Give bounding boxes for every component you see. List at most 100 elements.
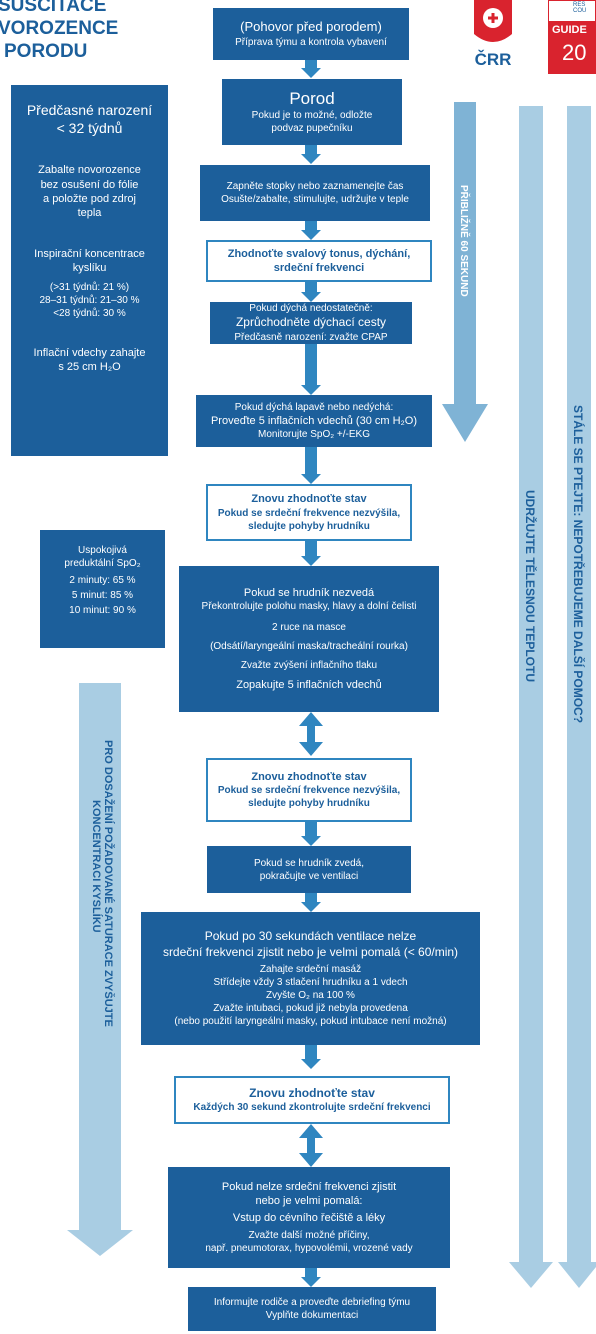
spo2-row: 5 minut: 85 % [71, 590, 134, 601]
ask-for-help-arrow [558, 106, 596, 1288]
flow-box-reassess-3: Znovu zhodnoťte stav Každých 30 sekund z… [174, 1076, 450, 1124]
spo2-panel: Uspokojivá preduktální SpO₂ 2 minuty: 65… [40, 530, 165, 648]
flow-text: podvaz pupečníku [271, 123, 353, 135]
connector-12 [299, 1124, 323, 1167]
guide-logo-text: GUIDE [552, 24, 587, 36]
title-line-3: PORODU [4, 41, 88, 62]
connector-5 [301, 344, 321, 395]
preterm-wrap: Zabalte novorozence bez osušení do fólie… [15, 163, 164, 220]
spo2-heading: Uspokojivá [78, 545, 127, 556]
preterm-wrap-line: tepla [77, 207, 102, 220]
flow-text: Pokud se hrudník nezvedá [243, 586, 375, 599]
flow-text: Pokud se srdeční frekvence nezvýšila, [217, 507, 401, 519]
connector-10 [301, 893, 321, 912]
ask-for-help-label: STÁLE SE PTEJTE: NEPOTŘEBUJEME DALŠÍ POM… [571, 405, 585, 724]
flow-box-debrief: Informujte rodiče a proveďte debriefing … [188, 1287, 436, 1331]
keep-warm-label: UDRŽUJTE TĚLESNOU TEPLOTU [523, 490, 537, 683]
flow-text: např. pneumotorax, hypovolémii, vrozené … [205, 1242, 413, 1254]
flow-text: srdeční frekvenci zjistit nebo je velmi … [162, 944, 459, 959]
spo2-row: 10 minut: 90 % [69, 605, 136, 616]
flow-text: Pokud dýchá nedostatečně: [249, 303, 373, 315]
flow-text: Zvyšte O₂ na 100 % [266, 990, 355, 1002]
flow-text: sledujte pohyby hrudníku [248, 798, 370, 810]
preterm-inflation-line: Inflační vdechy zahajte [33, 347, 146, 360]
flow-text: nebo je velmi pomalá: [255, 1195, 363, 1208]
flow-text: Zopakujte 5 inflačních vdechů [236, 679, 382, 691]
flow-text: Pokud je to možné, odložte [251, 110, 373, 122]
flow-text: Překontrolujte polohu masky, hlavy a dol… [201, 601, 417, 612]
flow-text: Zahajte srdeční masáž [259, 964, 362, 976]
connector-8 [299, 712, 323, 756]
connector-9 [301, 822, 321, 846]
flow-text: Monitorujte SpO₂ +/-EKG [258, 429, 370, 441]
flow-box-brief: (Pohovor před porodem) Příprava týmu a k… [213, 8, 409, 60]
crr-logo-icon [474, 0, 512, 42]
preterm-inflation-line: s 25 cm H₂O [58, 361, 121, 374]
connector-11 [301, 1045, 321, 1069]
flow-text: (Pohovor před porodem) [240, 19, 382, 35]
flow-text: Střídejte vždy 3 stlačení hrudníku a 1 v… [213, 977, 408, 989]
oxygen-label: PRO DOSAŽENÍ POŽADOVANÉ SATURACE ZVYŠUJT… [82, 740, 122, 1160]
preterm-wrap-line: Zabalte novorozence [38, 164, 141, 177]
flow-text: pokračujte ve ventilaci [259, 870, 359, 882]
sixty-seconds-arrow [442, 102, 488, 442]
flow-text: Vyplňte dokumentaci [265, 1310, 359, 1321]
flow-text: (Odsátí/laryngeální maska/tracheální rou… [210, 641, 408, 652]
connector-13 [301, 1268, 321, 1287]
crr-logo-text: ČRR [474, 50, 512, 69]
flow-text: Zhodnoťte svalový tonus, dýchání, [227, 247, 411, 260]
flow-text: Předčasně narození: zvažte CPAP [234, 331, 388, 343]
flow-box-compressions: Pokud po 30 sekundách ventilace nelze sr… [141, 912, 480, 1045]
flow-text: Porod [289, 88, 335, 108]
keep-warm-arrow [509, 106, 553, 1288]
preterm-wrap-line: a položte pod zdroj [43, 192, 136, 205]
flow-text: Znovu zhodnoťte stav [249, 1085, 375, 1100]
flow-text: Proveďte 5 inflačních vdechů (30 cm H₂O) [210, 414, 418, 427]
guide-logo-year: 20 [562, 40, 587, 65]
flow-text: Zvažte další možné příčiny, [248, 1229, 370, 1241]
flow-text: (nebo použití laryngeální masky, pokud i… [174, 1016, 447, 1028]
flow-text: Pokud po 30 sekundách ventilace nelze [204, 928, 417, 943]
flow-box-chest-not-moving: Pokud se hrudník nezvedá Překontrolujte … [179, 566, 439, 712]
preterm-panel: Předčasné narození < 32 týdnů Zabalte no… [11, 85, 168, 456]
flow-text: Zvažte zvýšení inflačního tlaku [240, 660, 378, 671]
title-line-2: VOROZENCE [0, 18, 119, 39]
flow-text: Znovu zhodnoťte stav [251, 770, 367, 783]
page-title: SUSCITACE VOROZENCE PORODU [0, 0, 178, 63]
preterm-oxygen-value: (>31 týdnů: 21 %) [49, 282, 130, 294]
preterm-inflation: Inflační vdechy zahajte s 25 cm H₂O [15, 346, 164, 375]
flow-text: Pokud dýchá lapavě nebo nedýchá: [234, 401, 394, 413]
flow-text: sledujte pohyby hrudníku [248, 520, 370, 532]
flow-box-drugs: Pokud nelze srdeční frekvenci zjistit ne… [168, 1167, 450, 1268]
connector-2 [301, 145, 321, 164]
flow-text: Pokud se srdeční frekvence nezvýšila, [217, 785, 401, 797]
connector-1 [301, 60, 321, 78]
flow-text: Pokud se hrudník zvedá, [253, 857, 365, 869]
flow-text: Zprůchodněte dýchací cesty [235, 315, 387, 330]
title-line-1: SUSCITACE [0, 0, 107, 16]
flow-box-reassess-2: Znovu zhodnoťte stav Pokud se srdeční fr… [206, 758, 412, 822]
flow-box-birth: Porod Pokud je to možné, odložte podvaz … [222, 79, 402, 145]
connector-3 [301, 221, 321, 240]
flow-text: srdeční frekvenci [273, 262, 365, 274]
preterm-oxygen-value: <28 týdnů: 30 % [53, 308, 126, 320]
preterm-oxygen-value: 28–31 týdnů: 21–30 % [39, 295, 140, 307]
oxygen-label-line-1: PRO DOSAŽENÍ POŽADOVANÉ SATURACE ZVYŠUJT… [102, 740, 114, 1027]
flow-text: Pokud nelze srdeční frekvenci zjistit [221, 1181, 397, 1194]
oxygen-arrow [67, 683, 133, 1256]
flow-text: Příprava týmu a kontrola vybavení [235, 36, 387, 48]
connector-7 [301, 541, 321, 566]
oxygen-label-line-2: KONCENTRACI KYSLÍKU [90, 800, 102, 933]
spo2-row: 2 minuty: 65 % [69, 575, 136, 586]
guide-logo-small-text: RES COU [573, 2, 587, 14]
spo2-heading: preduktální SpO₂ [64, 558, 141, 569]
preterm-oxygen-head: kyslíku [72, 261, 107, 274]
preterm-oxygen: Inspirační koncentrace kyslíku (>31 týdn… [15, 247, 164, 321]
flow-text: Každých 30 sekund zkontrolujte srdeční f… [193, 1102, 431, 1114]
flow-box-reassess-1: Znovu zhodnoťte stav Pokud se srdeční fr… [206, 484, 412, 541]
flow-box-chest-moving: Pokud se hrudník zvedá, pokračujte ve ve… [207, 846, 411, 893]
flow-text: Znovu zhodnoťte stav [251, 493, 367, 506]
connector-4 [301, 282, 321, 302]
flow-text: 2 ruce na masce [272, 622, 346, 633]
